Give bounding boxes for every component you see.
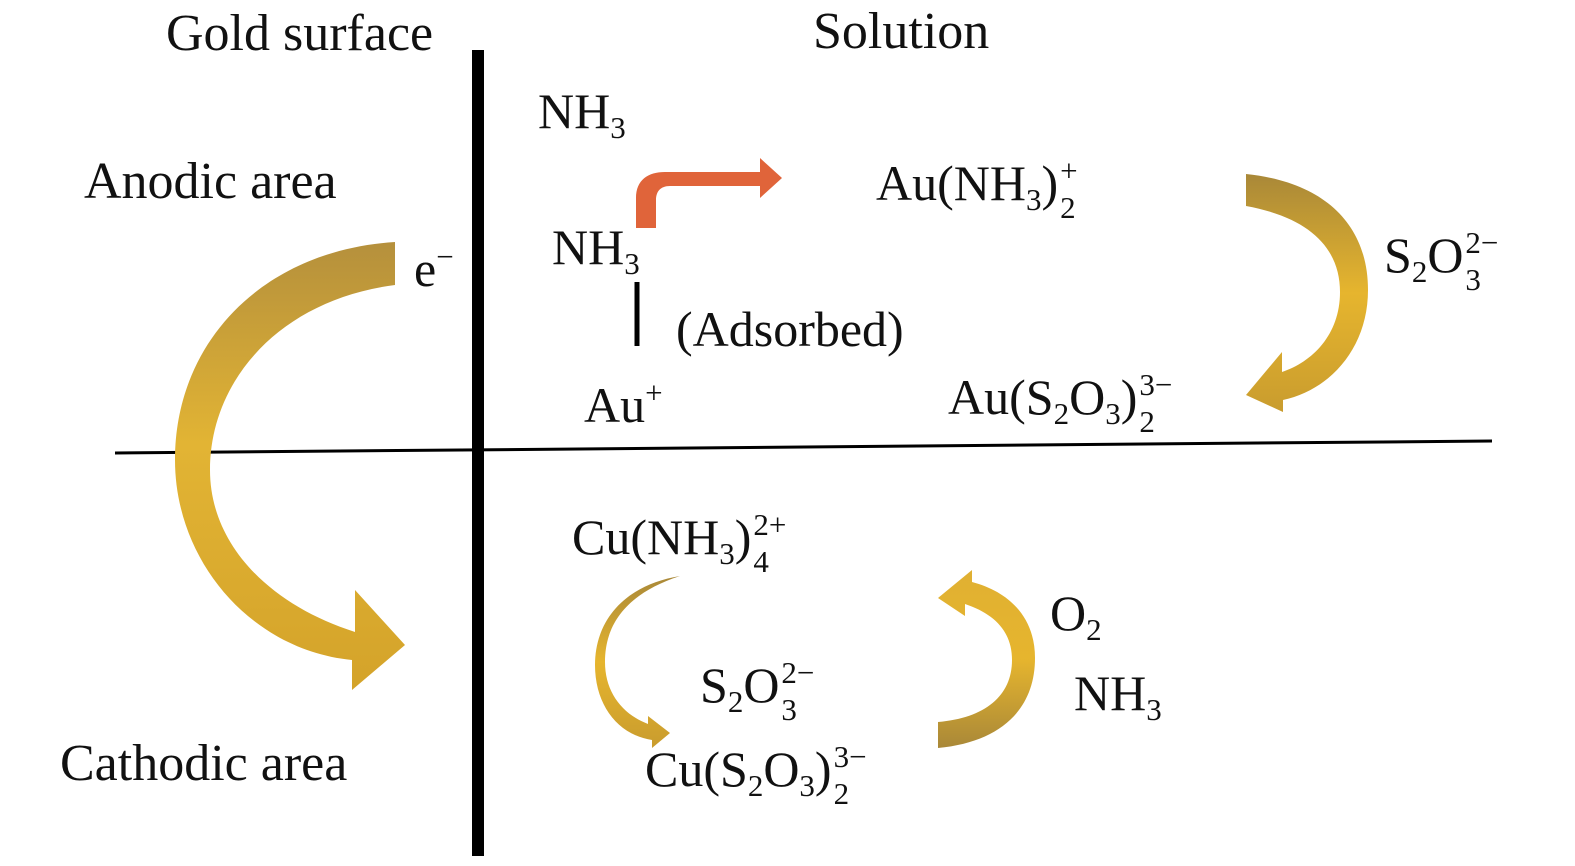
thiosulfate-exchange-arrow (1246, 174, 1368, 412)
gold-thiosulfate-complex-label: Au(S2O3)3−2 (948, 367, 1173, 440)
oxygen-label: O2 (1050, 585, 1102, 647)
ammonia-adsorbed-label: NH3 (552, 219, 640, 281)
anodic-area-label: Anodic area (84, 153, 337, 210)
ammonia-cathodic-label: NH3 (1074, 665, 1162, 727)
adsorbed-label: (Adsorbed) (676, 301, 904, 357)
copper-complex-arrow (595, 576, 680, 748)
desorption-arrow (636, 158, 782, 228)
copper-thiosulfate-complex-label: Cu(S2O3)3−2 (645, 739, 867, 812)
anodic-cathodic-divider (114, 439, 1493, 455)
copper-ammine-complex-label: Cu(NH3)2+4 (572, 507, 787, 580)
cathodic-area-label: Cathodic area (60, 735, 348, 792)
gold-ammine-complex-label: Au(NH3)+2 (876, 153, 1078, 226)
solution-label: Solution (813, 3, 990, 60)
ammonia-free-label: NH3 (538, 83, 626, 145)
electron-label: e− (414, 239, 454, 297)
gold-ion-label: Au+ (584, 375, 663, 433)
gold-surface-label: Gold surface (166, 5, 434, 62)
oxidation-arrow (938, 570, 1035, 748)
electron-flow-arrow (175, 242, 405, 690)
